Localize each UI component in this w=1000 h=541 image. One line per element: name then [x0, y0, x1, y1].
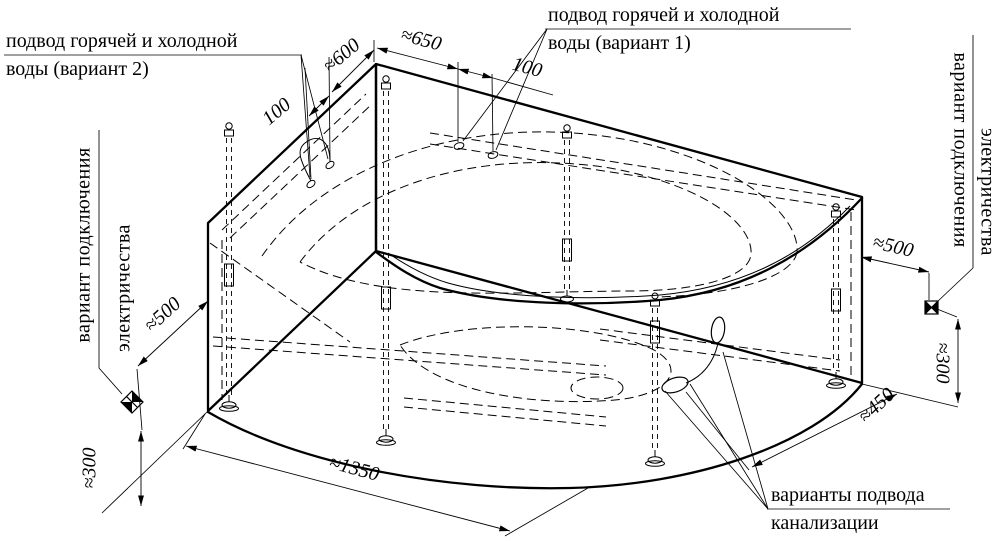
sewage-line2: канализации	[771, 512, 879, 534]
bathtub-bowl-hidden-edges	[209, 93, 857, 403]
dim-left-electric-height: ≈300	[78, 447, 101, 489]
corner-wall-panels	[206, 62, 864, 413]
water-supply-points	[299, 138, 499, 189]
water-point-variant2-cold	[306, 179, 316, 189]
sewage-floor-drain	[661, 376, 689, 394]
electricity-right-label-line1: вариант подключения	[949, 52, 972, 248]
sewage-label: варианты подвода канализации	[771, 481, 925, 537]
water-point-variant2-hot	[325, 160, 335, 170]
water-variant1-label: подвод горячей и холодной воды (вариант …	[548, 1, 779, 57]
extension-leader-lines	[4, 28, 974, 537]
dim-right-electric-height: ≈300	[931, 342, 954, 384]
water-variant1-line2: воды (вариант 1)	[548, 32, 691, 54]
support-leg	[560, 124, 574, 303]
sewage-line1: варианты подвода	[771, 484, 925, 506]
dimension-lines	[137, 47, 961, 532]
support-leg	[645, 292, 665, 467]
water-point-variant1-cold	[453, 142, 465, 150]
frame-rails	[212, 212, 852, 427]
sewage-riser	[710, 316, 726, 344]
support-leg	[826, 203, 846, 389]
support-leg	[219, 122, 239, 412]
support-leg	[376, 75, 396, 446]
water-variant2-label: подвод горячей и холодной воды (вариант …	[6, 27, 237, 83]
electricity-left-label-line1: вариант подключения	[72, 147, 95, 343]
support-legs	[219, 75, 846, 467]
electricity-left-label-line2: электричества	[112, 224, 135, 352]
electrical-symbol-left	[120, 390, 144, 414]
water-variant2-line2: воды (вариант 2)	[6, 58, 149, 80]
water-variant2-line1: подвод горячей и холодной	[6, 30, 238, 52]
electrical-symbol-right	[924, 300, 939, 315]
electricity-right-label-line2: электричества	[976, 128, 999, 256]
water-variant1-line1: подвод горячей и холодной	[548, 4, 780, 26]
water-point-variant1-hot	[487, 151, 499, 159]
bathtub-outline	[206, 196, 864, 490]
sewage-points	[661, 316, 726, 394]
